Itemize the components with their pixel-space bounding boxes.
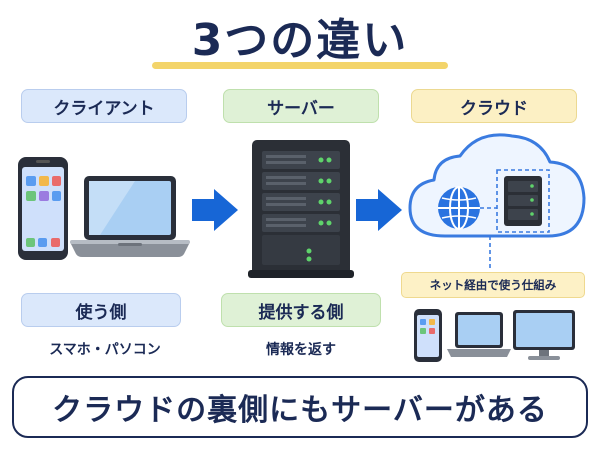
laptop-icon xyxy=(70,176,190,257)
conclusion-box: クラウドの裏側にもサーバーがある xyxy=(12,376,588,438)
client-caption: スマホ・パソコン xyxy=(49,342,161,358)
cloud-server-boundary xyxy=(496,169,550,233)
arrow-right-icon xyxy=(356,189,402,231)
smartphone-icon xyxy=(18,157,68,260)
server-rack-icon xyxy=(248,140,354,278)
server-role-label: 提供する側 xyxy=(221,293,381,327)
laptop-icon xyxy=(447,312,511,357)
server-caption: 情報を返す xyxy=(266,342,336,358)
conclusion-text: クラウドの裏側にもサーバーがある xyxy=(52,393,548,428)
server-rack-icon xyxy=(504,176,542,226)
monitor-icon xyxy=(513,310,575,360)
client-label: クライアント xyxy=(21,89,187,123)
diagram-title: 3つの違い xyxy=(191,15,409,66)
globe-icon xyxy=(438,186,480,230)
title-underline xyxy=(152,62,448,69)
smartphone-icon xyxy=(414,309,442,362)
client-role-label: 使う側 xyxy=(21,293,181,327)
server-label: サーバー xyxy=(223,89,379,123)
cloud-label: クラウド xyxy=(411,89,577,123)
arrow-right-icon xyxy=(192,189,238,231)
cloud-caption: ネット経由で使う仕組み xyxy=(401,272,585,298)
